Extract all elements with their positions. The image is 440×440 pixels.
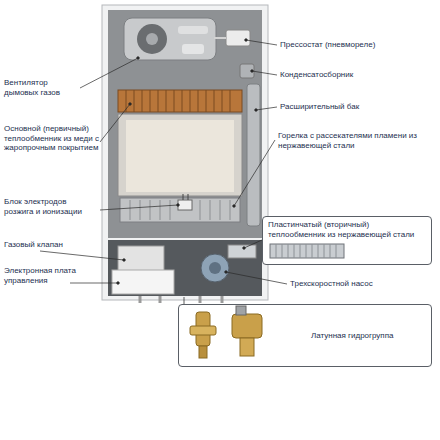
part-label: Конденсатосборник <box>280 70 353 80</box>
part-label: Горелка с рассекателями пламени из нержа… <box>278 131 434 150</box>
part-label: Прессостат (пневмореле) <box>280 40 375 50</box>
part-label: Электронная плата управления <box>4 266 94 285</box>
inset-box: Латунная гидрогруппа <box>178 304 432 367</box>
inset-title: Пластинчатый (вторичный) теплообменник и… <box>268 220 426 239</box>
part-label: Основной (первичный) теплообменник из ме… <box>4 124 102 153</box>
inset-title: Латунная гидрогруппа <box>311 331 427 341</box>
part-label: Газовый клапан <box>4 240 63 250</box>
part-label: Расширительный бак <box>280 102 359 112</box>
part-label: Блок электродов розжига и ионизации <box>4 197 98 216</box>
part-label: Трехскоростной насос <box>290 279 373 289</box>
inset-box: Пластинчатый (вторичный) теплообменник и… <box>262 216 432 265</box>
part-label: Вентилятор дымовых газов <box>4 78 82 97</box>
